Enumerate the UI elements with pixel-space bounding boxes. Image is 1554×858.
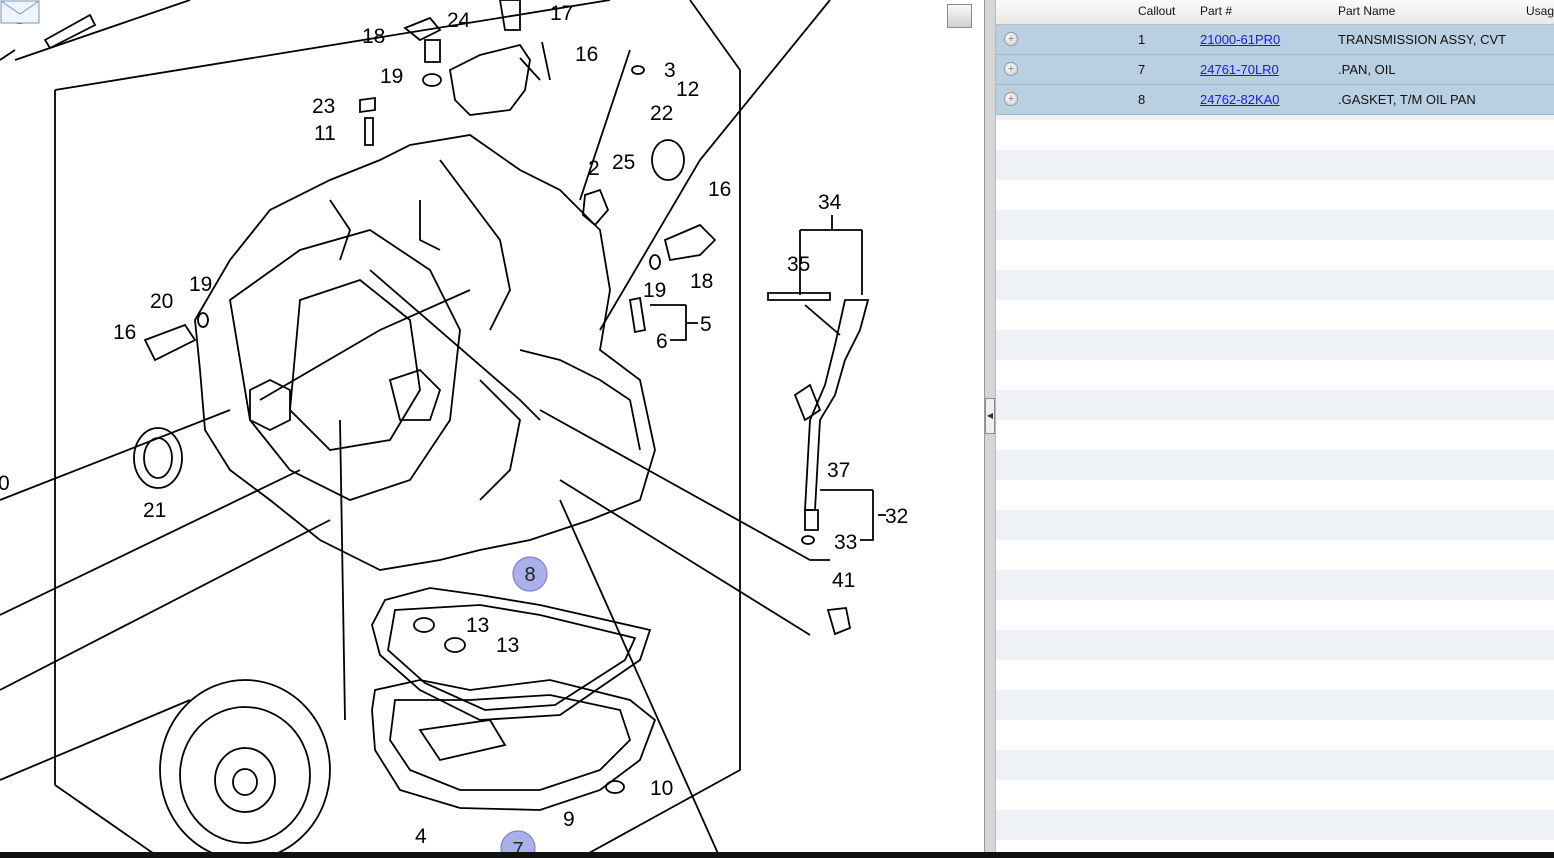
part-number-link[interactable]: 24761-70LR0 xyxy=(1200,62,1279,77)
column-header-part-number[interactable]: Part # xyxy=(1200,4,1233,18)
column-header-part-name[interactable]: Part Name xyxy=(1338,4,1396,18)
highlighted-callout-8[interactable]: 8 xyxy=(512,556,548,592)
callout-label[interactable]: 34 xyxy=(818,191,842,214)
callout-label[interactable]: 13 xyxy=(496,634,519,657)
callout-label[interactable]: 21 xyxy=(143,499,166,522)
chevron-left-icon[interactable]: ◀ xyxy=(985,398,995,434)
exploded-parts-diagram: 18 24 17 16 19 3 12 23 11 22 2 25 16 18 … xyxy=(0,0,908,858)
envelope-icon[interactable] xyxy=(0,0,40,24)
callout-label[interactable]: 4 xyxy=(415,825,427,848)
table-row[interactable]: + 1 21000-61PR0 TRANSMISSION ASSY, CVT xyxy=(996,25,1554,55)
callout-label[interactable]: 22 xyxy=(650,102,673,125)
callout-label[interactable]: 0 xyxy=(0,472,10,495)
table-row[interactable]: + 7 24761-70LR0 .PAN, OIL xyxy=(996,55,1554,85)
column-header-callout[interactable]: Callout xyxy=(1138,4,1176,18)
callout-label[interactable]: 32 xyxy=(885,505,908,528)
callout-label[interactable]: 3 xyxy=(664,59,676,82)
callout-labels: 18 24 17 16 19 3 12 23 11 22 2 25 16 18 … xyxy=(0,2,908,848)
callout-label[interactable]: 12 xyxy=(676,78,699,101)
callout-label[interactable]: 18 xyxy=(362,25,385,48)
callout-label[interactable]: 11 xyxy=(314,122,336,145)
callout-label[interactable]: 6 xyxy=(656,330,668,353)
callout-label[interactable]: 24 xyxy=(447,9,471,32)
row-callout: 8 xyxy=(1138,92,1146,107)
callout-label[interactable]: 37 xyxy=(827,459,850,482)
highlighted-callout-7[interactable]: 7 xyxy=(500,830,536,858)
table-header: Callout Part # Part Name Usag xyxy=(996,0,1554,25)
toolbar-square-button[interactable] xyxy=(947,4,972,28)
bottom-bar xyxy=(0,852,1554,858)
callout-label[interactable]: 18 xyxy=(690,270,713,293)
plus-circle-icon[interactable]: + xyxy=(1004,92,1018,106)
callout-label[interactable]: 17 xyxy=(550,2,573,25)
callout-label[interactable]: 8 xyxy=(524,564,535,586)
plus-circle-icon[interactable]: + xyxy=(1004,62,1018,76)
row-callout: 1 xyxy=(1138,32,1146,47)
plus-circle-icon[interactable]: + xyxy=(1004,32,1018,46)
callout-label[interactable]: 16 xyxy=(708,178,731,201)
callout-label[interactable]: 19 xyxy=(189,273,212,296)
callout-label[interactable]: 7 xyxy=(512,839,523,858)
table-row[interactable]: + 8 24762-82KA0 .GASKET, T/M OIL PAN xyxy=(996,85,1554,115)
callout-label[interactable]: 20 xyxy=(150,290,173,313)
row-part-name: .GASKET, T/M OIL PAN xyxy=(1338,92,1476,107)
diagram-pane: 18 24 17 16 19 3 12 23 11 22 2 25 16 18 … xyxy=(0,0,972,858)
row-callout: 7 xyxy=(1138,62,1146,77)
callout-label[interactable]: 41 xyxy=(832,569,855,592)
part-number-link[interactable]: 21000-61PR0 xyxy=(1200,32,1281,47)
callout-label[interactable]: 16 xyxy=(113,321,136,344)
parts-table: Callout Part # Part Name Usag + 1 21000-… xyxy=(996,0,1554,852)
row-part-name: .PAN, OIL xyxy=(1338,62,1396,77)
callout-label[interactable]: 10 xyxy=(650,777,673,800)
callout-label[interactable]: 5 xyxy=(700,313,712,336)
callout-label[interactable]: 35 xyxy=(787,253,810,276)
column-header-usage[interactable]: Usag xyxy=(1526,4,1554,18)
callout-label[interactable]: 19 xyxy=(380,65,403,88)
callout-label[interactable]: 25 xyxy=(612,151,635,174)
callout-label[interactable]: 33 xyxy=(834,531,857,554)
callout-label[interactable]: 19 xyxy=(643,279,666,302)
callout-label[interactable]: 2 xyxy=(588,157,600,180)
callout-label[interactable]: 16 xyxy=(575,43,598,66)
row-part-name: TRANSMISSION ASSY, CVT xyxy=(1338,32,1507,47)
part-number-link[interactable]: 24762-82KA0 xyxy=(1200,92,1280,107)
callout-label[interactable]: 9 xyxy=(563,808,575,831)
callout-label[interactable]: 23 xyxy=(312,95,335,118)
callout-label[interactable]: 13 xyxy=(466,614,489,637)
